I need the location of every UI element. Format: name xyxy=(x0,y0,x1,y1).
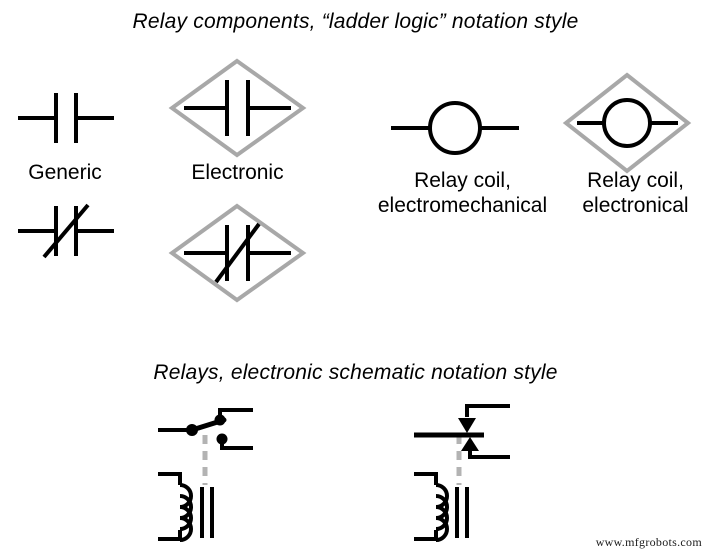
ladder-section-heading: Relay components, “ladder logic” notatio… xyxy=(132,10,579,33)
symbol-coil-electronical xyxy=(560,68,695,183)
contact-no-generic-graphic xyxy=(18,93,114,143)
coil-circle xyxy=(428,101,482,155)
contact-no-electronic-graphic xyxy=(168,58,307,158)
coil-turn-3 xyxy=(179,505,193,531)
coil-turn-4 xyxy=(179,516,193,542)
coil-lead-bottom xyxy=(414,530,438,541)
coil-windings xyxy=(179,483,193,542)
diamond-enclosure xyxy=(562,72,692,174)
contact-nc-electronic-graphic xyxy=(168,203,307,303)
contact-upper-lead xyxy=(465,404,510,417)
coil-windings xyxy=(435,483,449,542)
symbol-relay-spdt-arrow xyxy=(400,393,540,550)
watermark-url: www.mfgrobots.com xyxy=(595,535,702,549)
coil-turn-3 xyxy=(435,505,449,531)
relay-spdt-arrow-graphic xyxy=(414,404,510,542)
symbol-contact-nc-generic xyxy=(8,195,128,270)
schematic-section-heading: Relays, electronic schematic notation st… xyxy=(153,361,558,384)
caption-line-1: Relay coil, xyxy=(587,169,684,192)
normally-closed-slash xyxy=(214,222,261,284)
coil-lead-top xyxy=(158,472,182,485)
contact-arrow-down xyxy=(458,418,476,433)
caption-line-2: electronical xyxy=(582,194,689,217)
contact-upper-lead xyxy=(218,408,253,418)
caption-electronic: Electronic xyxy=(191,161,284,184)
diamond-enclosure xyxy=(168,203,307,303)
moving-blade xyxy=(189,417,227,433)
core-bars xyxy=(455,487,469,538)
contact-lower-terminal xyxy=(216,433,228,445)
contact-nc-generic-graphic xyxy=(18,203,114,259)
relay-spdt-blade-graphic xyxy=(158,408,253,542)
symbol-coil-electromechanical xyxy=(385,95,525,166)
contact-arrow-up xyxy=(461,437,479,451)
core-bars xyxy=(200,487,214,538)
caption-coil-electronical: Relay coil, electronical xyxy=(560,168,711,218)
caption-coil-electromechanical: Relay coil, electromechanical xyxy=(355,168,570,218)
symbol-relay-spdt-blade xyxy=(140,393,280,550)
coil-lead-bottom xyxy=(158,530,182,541)
symbol-contact-nc-electronic xyxy=(165,200,310,310)
symbol-contact-no-generic xyxy=(8,85,128,155)
symbol-contact-no-electronic xyxy=(165,55,310,165)
coil-electronical-graphic xyxy=(562,72,692,174)
caption-line-1: Relay coil, xyxy=(414,169,511,192)
contact-lower-lead xyxy=(468,451,510,459)
coil-turn-4 xyxy=(435,516,449,542)
caption-generic: Generic xyxy=(28,161,102,184)
caption-line-2: electromechanical xyxy=(377,194,548,217)
coil-lead-top xyxy=(414,472,438,485)
normally-closed-slash xyxy=(42,203,90,259)
diamond-enclosure xyxy=(168,58,307,158)
coil-circle xyxy=(602,98,652,148)
coil-electromechanical-graphic xyxy=(391,101,519,155)
contact-lower-lead xyxy=(220,441,253,450)
